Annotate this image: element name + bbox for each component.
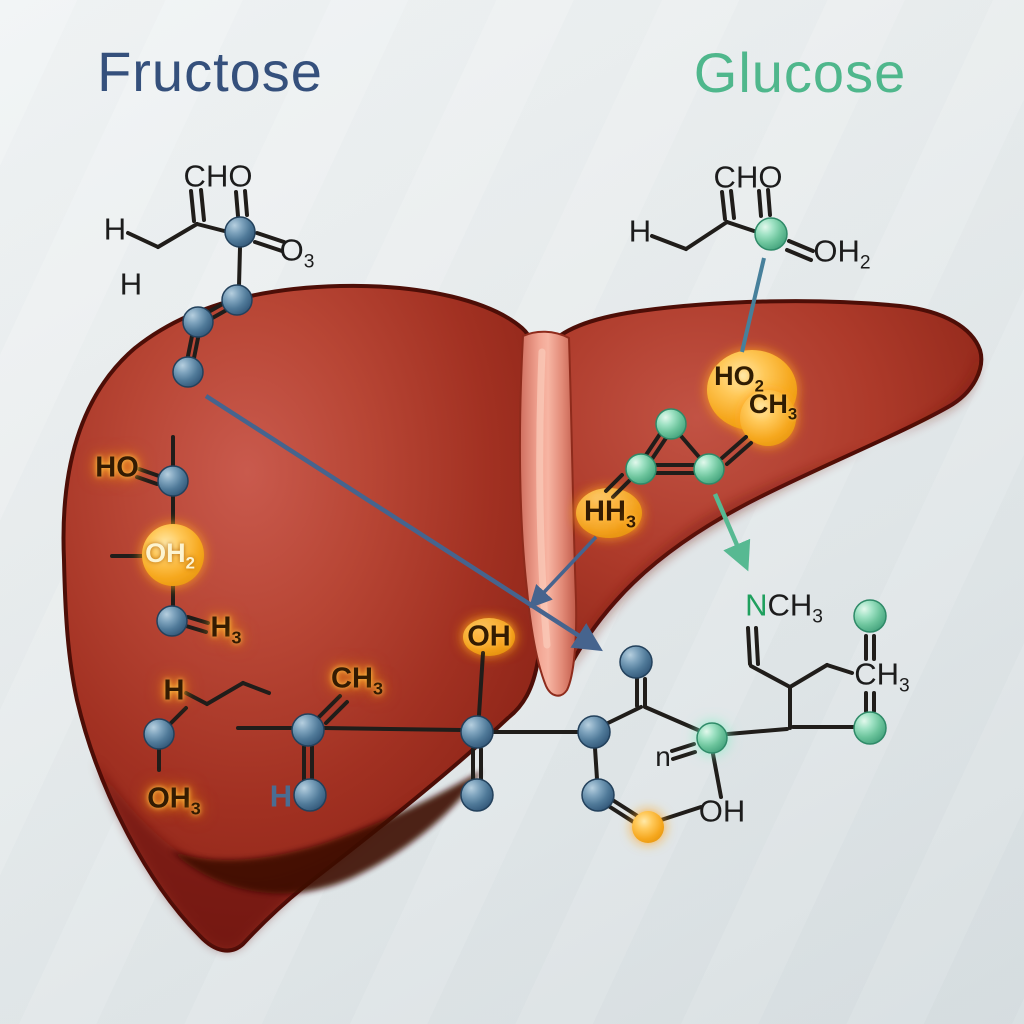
glucose-entry-line <box>740 257 766 353</box>
f-bottom-h-label: H <box>163 674 185 707</box>
g-top-cho-label: CHO <box>713 159 783 195</box>
ligament-highlight <box>536 348 551 649</box>
hh3-glow <box>576 488 642 538</box>
f-bottom-h-blue-label: H <box>269 778 293 814</box>
highlight-atom-oh2 <box>142 524 204 586</box>
fructose-atom <box>221 284 253 316</box>
glucose-atom <box>853 599 887 633</box>
fructose-atom <box>581 778 615 812</box>
glucose-blob-glow2 <box>740 390 796 446</box>
g-product-nch3-label: NCH3 <box>745 587 823 628</box>
g-mid-hh3-label: HH3 <box>584 495 636 532</box>
glucose-atom <box>625 453 657 485</box>
fructose-atom <box>143 718 175 750</box>
f-top-h-upper-label: H <box>103 211 127 247</box>
fructose-atom <box>291 713 325 747</box>
glucose-title: Glucose <box>693 41 907 104</box>
product-n-label: n <box>655 741 671 772</box>
g-product-ch3-label: CH3 <box>854 656 910 697</box>
g-top-oh2-label: OH2 <box>813 233 871 274</box>
g-mid-ho2-label: HO2 <box>714 360 764 396</box>
fructose-atom <box>157 465 189 497</box>
f-mid-oh2-label: OH2 <box>145 537 195 573</box>
highlight-glows <box>463 350 797 656</box>
fructose-atom <box>172 356 204 388</box>
glucose-atom <box>693 453 725 485</box>
f-top-cho-label: CHO <box>183 158 253 194</box>
oh-glow <box>463 618 515 656</box>
f-bottom-ch3-label: CH3 <box>331 662 383 699</box>
fructose-atom <box>182 306 214 338</box>
f-top-o3-label: O3 <box>279 232 315 273</box>
bonds <box>110 188 876 832</box>
f-top-h-lower-label: H <box>119 266 143 302</box>
glucose-atom <box>853 711 887 745</box>
fructose-atom <box>156 605 188 637</box>
g-top-h-label: H <box>628 213 652 249</box>
glucose-atom <box>655 408 687 440</box>
highlight-atom <box>632 811 664 843</box>
glucose-atom-glowing <box>696 722 728 754</box>
f-mid-ho-label: HO <box>95 451 139 484</box>
fructose-atom <box>224 216 256 248</box>
fructose-atom <box>577 715 611 749</box>
glucose-arrow <box>712 493 751 572</box>
atom-nodes <box>142 216 887 843</box>
fructose-atom <box>460 778 494 812</box>
product-oh-right-label: OH <box>698 793 746 829</box>
fructose-title: Fructose <box>97 40 323 103</box>
arrows <box>204 257 766 652</box>
fructose-atom <box>293 778 327 812</box>
liver-dark-crescent <box>170 770 482 894</box>
glucose-atom <box>754 217 788 251</box>
fructose-short-arrow <box>528 535 598 609</box>
f-bottom-oh3-label: OH3 <box>147 782 201 819</box>
product-oh-top-label: OH <box>467 620 511 653</box>
fructose-atom <box>460 715 494 749</box>
f-mid-h3-label: H3 <box>210 611 242 648</box>
fructose-atom <box>619 645 653 679</box>
liver-left-shadow <box>95 718 508 951</box>
liver <box>61 283 984 953</box>
g-mid-ch3-label: CH3 <box>748 388 798 424</box>
